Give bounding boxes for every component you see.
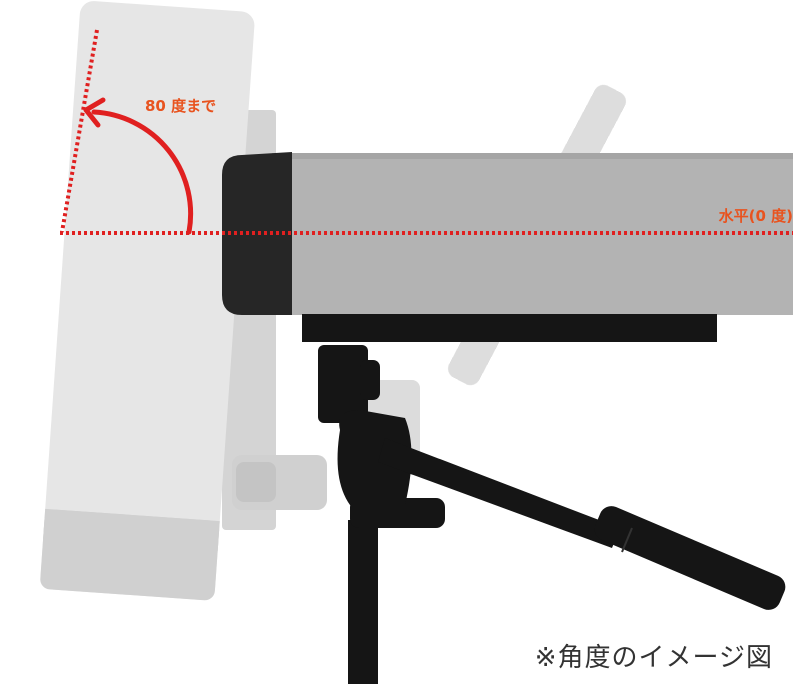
monitor-base-plate (302, 314, 717, 342)
tripod-stand (318, 345, 786, 684)
image-caption: ※角度のイメージ図 (534, 643, 773, 673)
stand-side-knob (360, 360, 380, 400)
monitor-top-edge (272, 153, 793, 159)
stand-pan-head (337, 410, 412, 505)
tilted-panel-bottom-cover (43, 508, 220, 552)
monitor-body (272, 153, 793, 315)
stand-handle-grip-seam (621, 527, 633, 553)
ghost-clamp-knob-inner (236, 462, 276, 502)
stand-collar (350, 498, 445, 528)
angle-arc (91, 109, 194, 235)
stand-handle-grip (594, 506, 786, 610)
tilted-panel-body (40, 1, 255, 600)
angle-arrowhead (83, 97, 106, 128)
monitor-bezel (222, 152, 292, 315)
tilt-guide-line (60, 29, 99, 233)
angle-label: 80 度まで (145, 97, 216, 115)
curved-arrow-icon (83, 97, 194, 235)
stand-upper-block (318, 345, 368, 423)
tilted-panel (40, 1, 255, 601)
horizontal-monitor (222, 152, 793, 342)
stand-pole (348, 520, 378, 684)
stand-handle-arm (378, 438, 620, 548)
horizontal-label: 水平(0 度) (719, 207, 793, 225)
